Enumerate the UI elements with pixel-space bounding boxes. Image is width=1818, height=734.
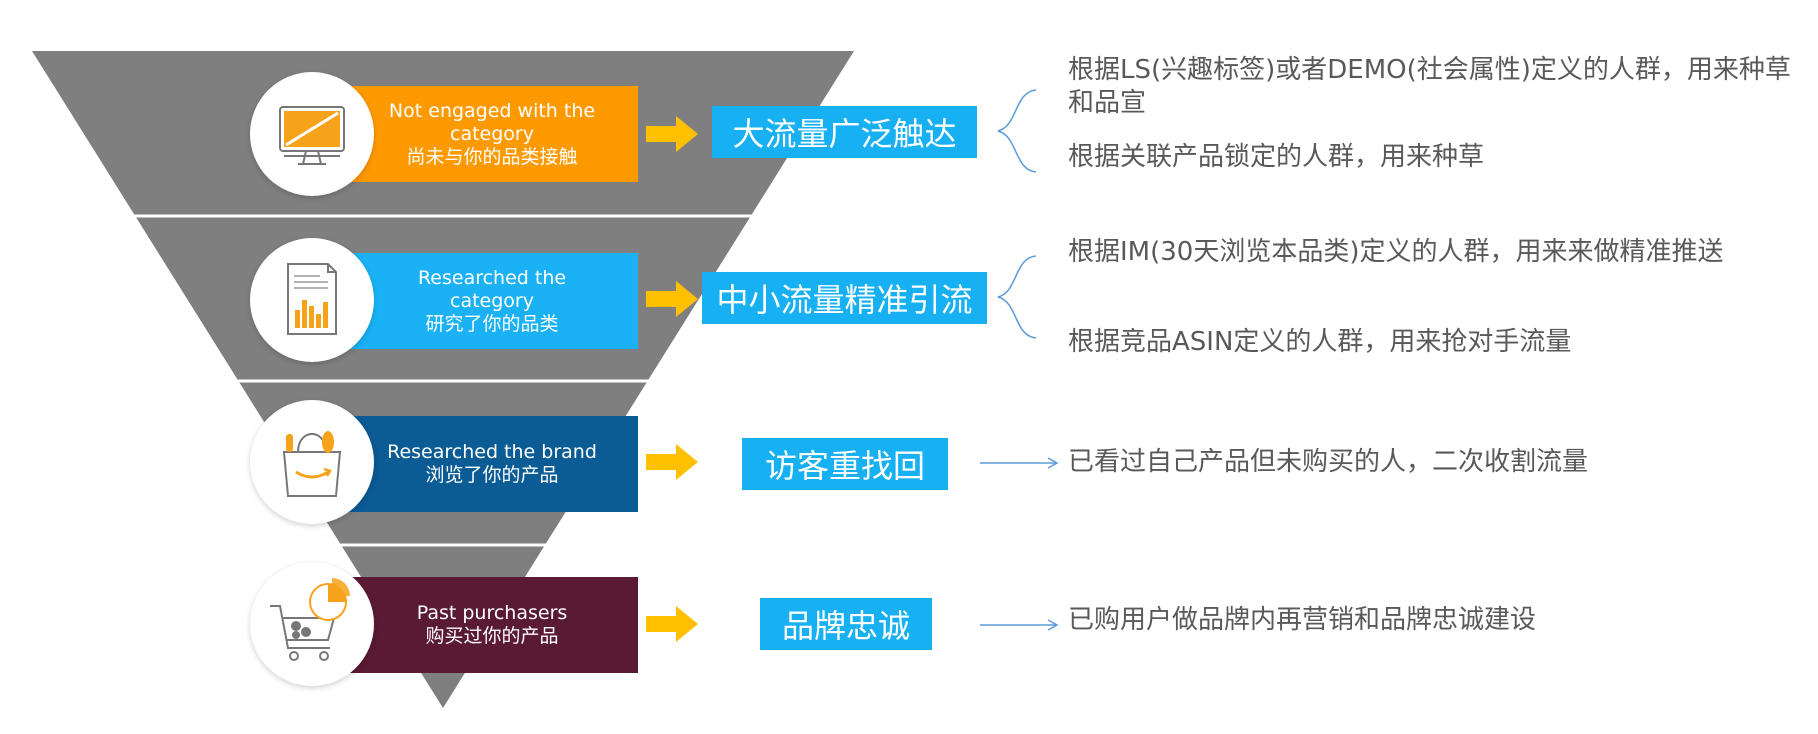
tier-2-chinese-label: 研究了你的品类 — [425, 312, 559, 335]
tier-1-brace — [997, 89, 1037, 173]
tier-2-english-label: Researched the category — [417, 266, 567, 312]
tier-2-description-2: 根据竞品ASIN定义的人群，用来抢对手流量 — [1068, 327, 1572, 357]
tier-2-description-1: 根据IM(30天浏览本品类)定义的人群，用来来做精准推送 — [1068, 237, 1724, 267]
tier-1-arrow-icon — [646, 116, 698, 152]
tier-3-english-label: Researched the brand — [387, 441, 597, 463]
tier-3-label-box: Researched the brand 浏览了你的产品 — [334, 416, 638, 512]
tier-3-arrow-icon — [646, 444, 698, 480]
tier-1-description-1: 根据LS(兴趣标签)或者DEMO(社会属性)定义的人群，用来种草和品宣 — [1068, 55, 1791, 118]
tier-4-chinese-label: 购买过你的产品 — [425, 625, 559, 647]
tier-4-tag: 品牌忠诚 — [760, 598, 932, 650]
cart-pie-icon — [270, 578, 350, 661]
tier-1-chinese-label: 尚未与你的品类接触 — [406, 145, 578, 168]
tier-3-icon-circle — [250, 400, 374, 524]
tier-1-description-2: 根据关联产品锁定的人群，用来种草 — [1068, 142, 1485, 172]
tier-4-description-1: 已购用户做品牌内再营销和品牌忠诚建设 — [1068, 605, 1537, 635]
tier-1-label-box: Not engaged with the category 尚未与你的品类接触 — [334, 86, 638, 182]
tier-3-tag: 访客重找回 — [742, 438, 948, 490]
tier-2-tag: 中小流量精准引流 — [702, 272, 987, 324]
tier-3-connector-arrow — [980, 457, 1059, 469]
tier-4-label-box: Past purchasers 购买过你的产品 — [334, 577, 638, 673]
tier-3-description-1: 已看过自己产品但未购买的人，二次收割流量 — [1068, 447, 1589, 477]
tier-2-icon-circle — [250, 238, 374, 362]
tier-4-icon-circle — [250, 562, 374, 686]
shopping-bag-icon — [282, 431, 342, 497]
tier-1-tag: 大流量广泛触达 — [712, 106, 977, 158]
tier-2-label-box: Researched the category 研究了你的品类 — [334, 253, 638, 349]
tier-2-arrow-icon — [646, 281, 698, 317]
tier-4-english-label: Past purchasers — [416, 602, 568, 624]
tier-4-arrow-icon — [646, 606, 698, 642]
tier-3-chinese-label: 浏览了你的产品 — [425, 464, 559, 486]
tier-2-brace — [997, 255, 1037, 339]
tier-1-icon-circle — [250, 72, 374, 196]
report-chart-icon — [287, 263, 337, 335]
tier-4-connector-arrow — [980, 619, 1059, 631]
monitor-icon — [279, 106, 345, 165]
tier-1-english-label: Not engaged with the category — [388, 99, 596, 145]
